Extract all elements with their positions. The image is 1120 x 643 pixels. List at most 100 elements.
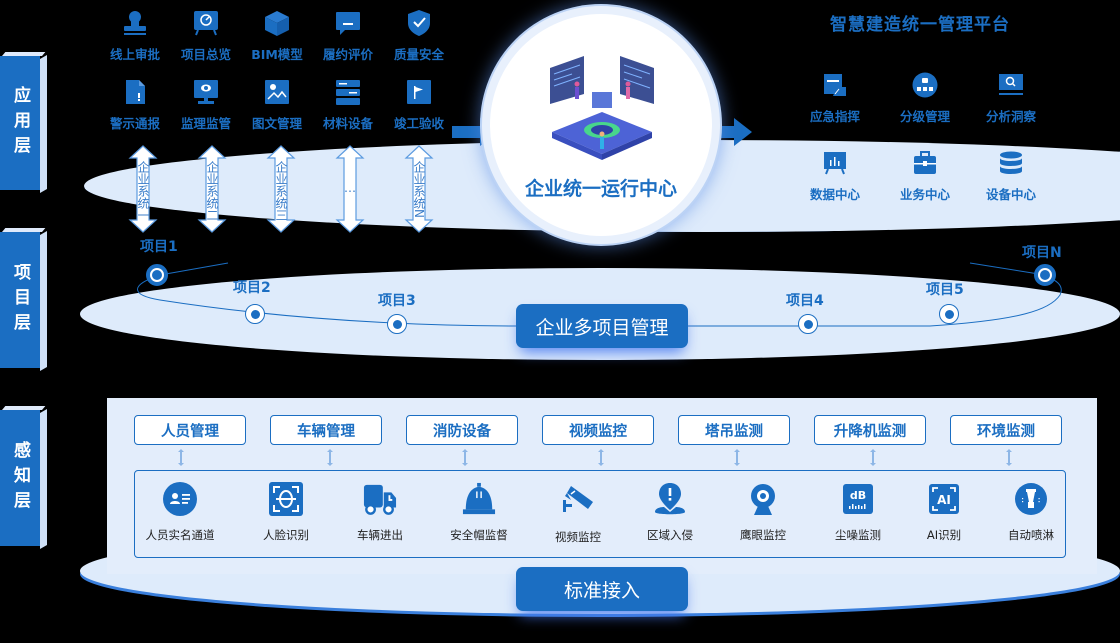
device-helmet-supervision[interactable]: 安全帽监督 (429, 482, 529, 543)
category-label: 升降机监测 (833, 423, 907, 440)
app-item-quality-safety[interactable]: 质量安全 (379, 8, 459, 63)
device-label: 自动喷淋 (1008, 528, 1054, 542)
link-arrow-icon (598, 449, 604, 466)
node-dot (1040, 270, 1050, 280)
app-item-label: 数据中心 (809, 187, 860, 202)
hierarchy-icon (910, 70, 940, 100)
image-icon (262, 77, 292, 107)
system-label: 企业系统二 (205, 161, 219, 221)
platform-title: 智慧建造统一管理平台 (830, 15, 1010, 35)
project-node-4[interactable] (798, 314, 818, 334)
project-title: 企业多项目管理 (535, 316, 669, 339)
system-label: … (344, 181, 356, 195)
category-personnel[interactable]: 人员管理 (134, 415, 246, 445)
category-label: 塔吊监测 (705, 423, 763, 440)
svg-text:AI: AI (937, 493, 951, 507)
app-item-label: 项目总览 (180, 47, 231, 62)
device-ai-recognition[interactable]: AI AI识别 (894, 482, 994, 543)
project-label: 项目4 (786, 293, 824, 309)
briefcase-icon (910, 148, 940, 178)
app-item-online-approval[interactable]: 线上审批 (95, 8, 175, 63)
device-dust-noise[interactable]: dB 尘噪监测 (808, 482, 908, 543)
layer-label: 应用层 (10, 85, 30, 161)
app-item-image-text[interactable]: 图文管理 (237, 77, 317, 132)
sprinkler-icon (1014, 482, 1048, 516)
app-item-supervision[interactable]: 监理监管 (166, 77, 246, 132)
app-item-label: 履约评价 (322, 47, 373, 62)
arrow-right-icon (712, 118, 752, 146)
app-item-label: 警示通报 (109, 116, 160, 131)
app-item-business-center[interactable]: 业务中心 (885, 148, 965, 203)
category-video[interactable]: 视频监控 (542, 415, 654, 445)
category-vehicle[interactable]: 车辆管理 (270, 415, 382, 445)
device-eagle-eye[interactable]: 鹰眼监控 (713, 482, 813, 543)
access-title: 标准接入 (563, 579, 640, 602)
dashboard-board-icon (191, 8, 221, 38)
id-card-icon (163, 482, 197, 516)
device-label: 车辆进出 (357, 528, 403, 542)
device-realname-channel[interactable]: 人员实名通道 (130, 482, 230, 543)
device-video-surveillance[interactable]: 视频监控 (528, 482, 628, 545)
app-item-project-overview[interactable]: 项目总览 (166, 8, 246, 63)
bar-chart-board-icon (820, 148, 850, 178)
enterprise-system-3[interactable]: 企业系统三 (266, 145, 296, 233)
app-item-device-center[interactable]: 设备中心 (971, 148, 1051, 203)
project-node-2[interactable] (245, 304, 265, 324)
command-icon (820, 70, 850, 100)
category-label: 人员管理 (161, 423, 219, 440)
system-label: 企业系统N (412, 161, 426, 218)
project-label: 项目5 (926, 282, 964, 298)
standard-access-badge[interactable]: 标准接入 (516, 567, 688, 611)
category-tower-crane[interactable]: 塔吊监测 (678, 415, 790, 445)
cctv-camera-icon (561, 482, 595, 516)
category-elevator[interactable]: 升降机监测 (814, 415, 926, 445)
device-auto-sprinkler[interactable]: 自动喷淋 (981, 482, 1081, 543)
enterprise-system-n[interactable]: 企业系统N (404, 145, 434, 233)
app-item-bim-model[interactable]: BIM模型 (237, 8, 317, 63)
project-node-1[interactable] (146, 264, 168, 286)
stamp-icon (120, 8, 150, 38)
enterprise-system-1[interactable]: 企业系统一 (128, 145, 158, 233)
operation-center-hub[interactable]: 企业统一运行中心 (490, 14, 712, 236)
layer-label: 项目层 (10, 262, 30, 338)
app-item-tiered-management[interactable]: 分级管理 (885, 70, 965, 125)
device-face-recognition[interactable]: 人脸识别 (236, 482, 336, 543)
app-item-performance-evaluation[interactable]: 履约评价 (308, 8, 388, 63)
project-node-5[interactable] (939, 304, 959, 324)
webcam-icon (746, 482, 780, 516)
project-node-n[interactable] (1034, 264, 1056, 286)
app-item-label: 分级管理 (899, 109, 950, 124)
device-area-intrusion[interactable]: 区域入侵 (620, 482, 720, 543)
enterprise-system-2[interactable]: 企业系统二 (197, 145, 227, 233)
app-item-emergency-command[interactable]: 应急指挥 (795, 70, 875, 125)
app-item-label: 线上审批 (109, 47, 160, 62)
link-arrow-icon (870, 449, 876, 466)
app-item-label: 竣工验收 (393, 116, 444, 131)
app-item-data-center[interactable]: 数据中心 (795, 148, 875, 203)
app-item-label: 材料设备 (322, 116, 373, 131)
comment-icon (333, 8, 363, 38)
device-label: 安全帽监督 (450, 528, 508, 542)
device-vehicle-access[interactable]: 车辆进出 (330, 482, 430, 543)
app-item-label: 设备中心 (985, 187, 1036, 202)
project-node-3[interactable] (387, 314, 407, 334)
app-item-materials[interactable]: 材料设备 (308, 77, 388, 132)
device-label: AI识别 (926, 528, 962, 542)
category-environment[interactable]: 环境监测 (950, 415, 1062, 445)
app-item-analysis-insight[interactable]: 分析洞察 (971, 70, 1051, 125)
monitor-eye-icon (191, 77, 221, 107)
node-dot (392, 319, 402, 329)
app-item-alert-notice[interactable]: 警示通报 (95, 77, 175, 132)
node-dot (803, 319, 813, 329)
svg-text:dB: dB (850, 489, 866, 502)
app-item-label: 质量安全 (393, 47, 444, 62)
link-arrow-icon (327, 449, 333, 466)
enterprise-system-more[interactable]: … (335, 145, 365, 233)
multi-project-management-badge[interactable]: 企业多项目管理 (516, 304, 688, 348)
app-item-completion-acceptance[interactable]: 竣工验收 (379, 77, 459, 132)
layer-label: 感知层 (10, 440, 30, 516)
server-rack-icon (333, 77, 363, 107)
category-fire[interactable]: 消防设备 (406, 415, 518, 445)
flag-icon (404, 77, 434, 107)
app-item-label: BIM模型 (251, 47, 303, 62)
